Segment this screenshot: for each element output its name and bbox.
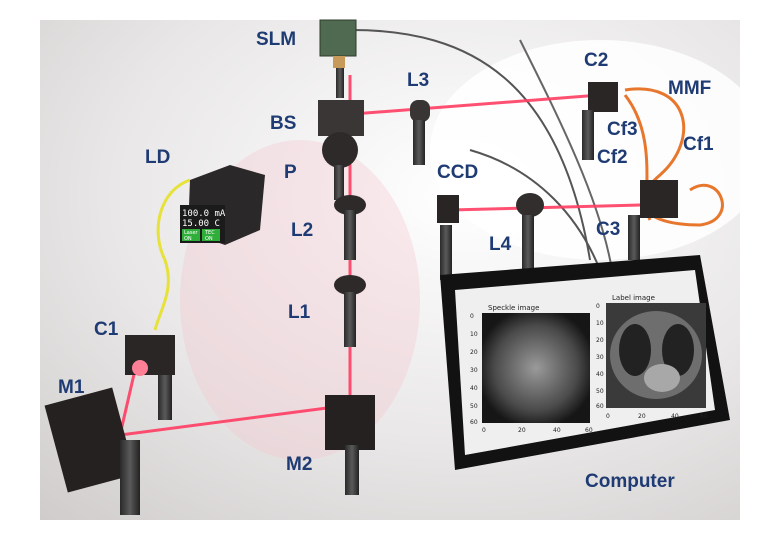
ld-tec-button[interactable] [202,229,220,241]
svg-text:30: 30 [596,354,604,361]
svg-text:10: 10 [596,320,604,327]
svg-text:0: 0 [470,313,474,320]
speckle-y-ticks: 0 10 20 30 40 50 60 [470,313,478,426]
svg-text:60: 60 [700,413,708,420]
slm-device [319,19,357,98]
svg-text:0: 0 [482,427,486,434]
label-image-lung-left [619,324,651,376]
ld-laser-button-label: Laser [184,230,199,236]
label-c2: C2 [584,50,608,71]
lens-l3 [410,100,430,165]
label-slm: SLM [256,29,296,50]
label-x-ticks: 0 20 40 60 [606,413,708,420]
light-glow [430,40,770,260]
ld-laser-button[interactable] [182,229,200,241]
label-l1: L1 [288,302,311,323]
label-p: P [284,162,297,183]
cable-right [519,39,613,271]
svg-text:50: 50 [596,388,604,395]
slm-cable [351,29,591,261]
svg-text:0: 0 [606,413,610,420]
label-image-title: Label image [612,294,655,302]
svg-text:10: 10 [470,331,478,338]
label-c1: C1 [94,319,119,340]
svg-text:0: 0 [596,303,600,310]
svg-text:40: 40 [671,413,679,420]
beam-splitter [318,100,364,200]
ld-temperature: 15.00 C [182,219,220,229]
lens-l2 [334,195,366,260]
label-cf1: Cf1 [683,134,714,155]
label-ccd: CCD [437,162,478,183]
label-l4: L4 [489,234,512,255]
label-l2: L2 [291,220,313,241]
coupler-c3 [628,180,678,260]
label-computer: Computer [585,471,675,492]
speckle-image [482,313,590,423]
label-cf3: Cf3 [607,119,638,140]
svg-text:60: 60 [585,427,593,434]
svg-text:60: 60 [470,419,478,426]
ld-current: 100.0 mA [182,209,226,219]
computer-monitor: Speckle image Label image 0 10 20 30 40 … [440,255,730,470]
svg-text:50: 50 [470,403,478,410]
speckle-image-title: Speckle image [488,304,539,312]
ld-fiber [153,178,191,331]
label-m2: M2 [286,454,312,475]
speckle-x-ticks: 0 20 40 60 [482,427,593,434]
label-mmf: MMF [668,78,711,99]
lens-l4 [516,193,544,275]
mirror-m2 [325,395,375,495]
lens-l1 [334,275,366,347]
svg-text:30: 30 [470,367,478,374]
svg-text:60: 60 [596,403,604,410]
coupler-c1 [125,335,175,420]
ld-tec-button-state: ON [205,236,213,242]
ld-laser-button-state: ON [184,236,192,242]
label-image-lung-right [662,324,694,376]
coupler-c2 [582,82,618,160]
label-bs: BS [270,113,296,134]
ccd-camera [437,195,459,280]
svg-text:20: 20 [638,413,646,420]
laser-driver: 100.0 mA 15.00 C Laser ON TEC ON [180,165,265,245]
svg-text:20: 20 [470,349,478,356]
mirror-m1 [44,387,140,515]
svg-text:40: 40 [470,385,478,392]
label-c3: C3 [596,219,620,240]
label-cf2: Cf2 [597,147,628,168]
ccd-cable [469,149,601,271]
svg-text:20: 20 [596,337,604,344]
label-m1: M1 [58,377,85,398]
svg-text:40: 40 [553,427,561,434]
label-y-ticks: 0 10 20 30 40 50 60 [596,303,604,410]
svg-text:40: 40 [596,371,604,378]
label-ld: LD [145,147,170,168]
ld-tec-button-label: TEC [204,230,215,236]
label-l3: L3 [407,70,429,91]
svg-text:20: 20 [518,427,526,434]
label-image-heart [644,364,680,392]
